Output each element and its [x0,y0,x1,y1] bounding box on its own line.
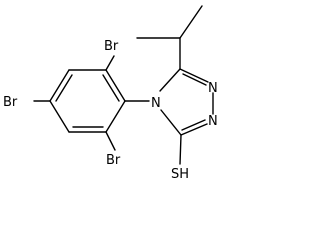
atom-br-left: Br [3,95,18,110]
bond-ring-c1-c2 [105,69,126,102]
bond-n2-c3-double [181,119,206,131]
atom-br-bottom: Br [106,153,121,168]
bond-c3-n4 [160,109,182,136]
bond-ring-c4-c5 [49,100,70,133]
bond-ring-c1-c2-double [102,74,120,102]
bond-n2-c3 [180,123,208,136]
bond-c5-n1-double [182,73,207,86]
bond-n4-c5 [159,68,181,92]
atom-labels: Br Br Br N N N SH [3,39,218,182]
atom-n-ring-mid: N [208,114,218,129]
atom-n-ring-top: N [208,81,218,96]
molecule-structure: Br Br Br N N N SH [3,5,218,182]
atom-n-ring-left: N [151,96,161,111]
atom-thiol: SH [171,167,189,182]
bond-ring-c6-c1 [105,100,126,133]
bond-ring-c3-c4 [49,69,70,102]
bond-c3-s [179,134,182,165]
bond-ring-c3-c4-double [55,74,73,102]
atom-br-top: Br [104,39,119,54]
bond-c5-n1 [179,68,209,83]
bond-isopropyl-right-methyl [179,5,203,39]
bond-lines [33,5,214,165]
bond-br-top [105,55,115,71]
bond-br-bottom [105,131,116,151]
